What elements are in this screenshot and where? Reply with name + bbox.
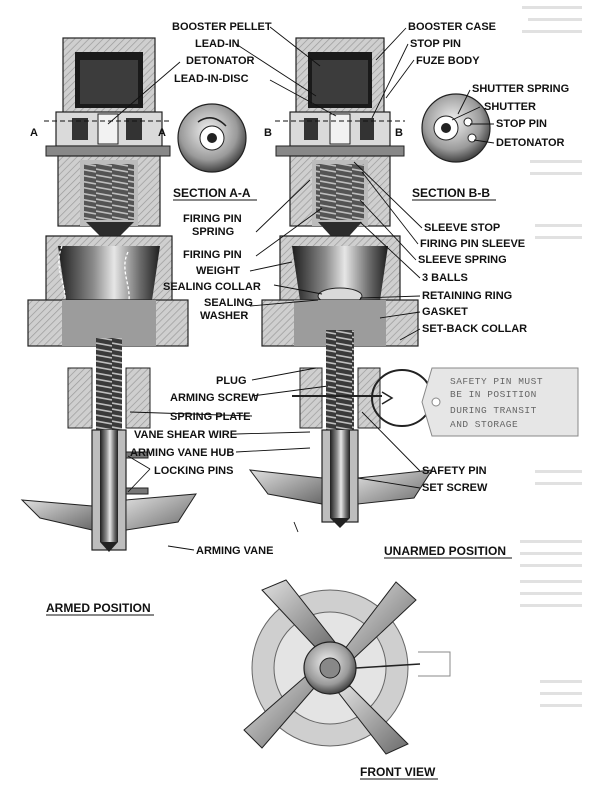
label-weight: WEIGHT [196, 265, 240, 277]
label-firing-pin: FIRING PIN [183, 249, 242, 261]
label-detonator: DETONATOR [186, 55, 255, 67]
label-gasket: GASKET [422, 306, 468, 318]
label-sealing-collar: SEALING COLLAR [163, 281, 261, 293]
label-stop-pin: STOP PIN [410, 38, 461, 50]
caption-unarmed: UNARMED POSITION [384, 544, 506, 558]
label-booster-pellet: BOOSTER PELLET [172, 21, 272, 33]
label-retaining-ring: RETAINING RING [422, 290, 512, 302]
label-shutter: SHUTTER [484, 101, 536, 113]
caption-underlines [46, 199, 512, 780]
caption-armed: ARMED POSITION [46, 601, 151, 615]
label-set-back-collar: SET-BACK COLLAR [422, 323, 527, 335]
label-sealing-washer-2: WASHER [200, 310, 248, 322]
front-view [243, 579, 451, 755]
safety-tag-line-1: SAFETY PIN MUST [450, 376, 543, 387]
section-lines: A A B B [30, 120, 405, 139]
section-mark-a-right: A [158, 127, 166, 139]
section-mark-a-left: A [30, 127, 38, 139]
label-firing-pin-spring-1: FIRING PIN [183, 213, 242, 225]
label-sealing-washer-1: SEALING [204, 297, 253, 309]
label-set-screw: SET SCREW [422, 482, 488, 494]
label-locking-pins: LOCKING PINS [154, 465, 233, 477]
label-booster-case: BOOSTER CASE [408, 21, 496, 33]
label-firing-pin-sleeve: FIRING PIN SLEEVE [420, 238, 525, 250]
safety-tag-line-3: DURING TRANSIT [450, 405, 537, 416]
section-mark-b-left: B [264, 127, 272, 139]
leader-lines [107, 26, 495, 551]
caption-section-b: SECTION B-B [412, 186, 490, 200]
safety-tag-line-4: AND STORAGE [450, 419, 518, 430]
label-detonator-b: DETONATOR [496, 137, 565, 149]
label-fuze-body: FUZE BODY [416, 55, 480, 67]
label-lead-in-disc: LEAD-IN-DISC [174, 73, 249, 85]
label-arming-vane: ARMING VANE [196, 545, 273, 557]
background-page-text [520, 6, 582, 707]
label-vane-shear-wire: VANE SHEAR WIRE [134, 429, 237, 441]
armed-fuze [20, 37, 197, 552]
label-safety-pin: SAFETY PIN [422, 465, 487, 477]
label-shutter-spring: SHUTTER SPRING [472, 83, 569, 95]
label-plug: PLUG [216, 375, 247, 387]
label-sleeve-stop: SLEEVE STOP [424, 222, 500, 234]
caption-front-view: FRONT VIEW [360, 765, 436, 779]
label-stop-pin-b: STOP PIN [496, 118, 547, 130]
label-arming-screw: ARMING SCREW [170, 392, 259, 404]
section-b-disc [421, 93, 491, 163]
safety-tag: SAFETY PIN MUST BE IN POSITION DURING TR… [421, 367, 579, 437]
section-a-disc [177, 103, 247, 173]
label-arming-vane-hub: ARMING VANE HUB [130, 447, 234, 459]
unarmed-fuze [248, 37, 433, 528]
label-sleeve-spring: SLEEVE SPRING [418, 254, 507, 266]
label-spring-plate: SPRING PLATE [170, 411, 250, 423]
caption-section-a: SECTION A-A [173, 186, 251, 200]
labels: BOOSTER PELLET LEAD-IN DETONATOR LEAD-IN… [46, 21, 569, 779]
section-mark-b-right: B [395, 127, 403, 139]
label-three-balls: 3 BALLS [422, 272, 468, 284]
label-firing-pin-spring-2: SPRING [192, 226, 234, 238]
label-lead-in: LEAD-IN [195, 38, 240, 50]
safety-tag-line-2: BE IN POSITION [450, 389, 537, 400]
